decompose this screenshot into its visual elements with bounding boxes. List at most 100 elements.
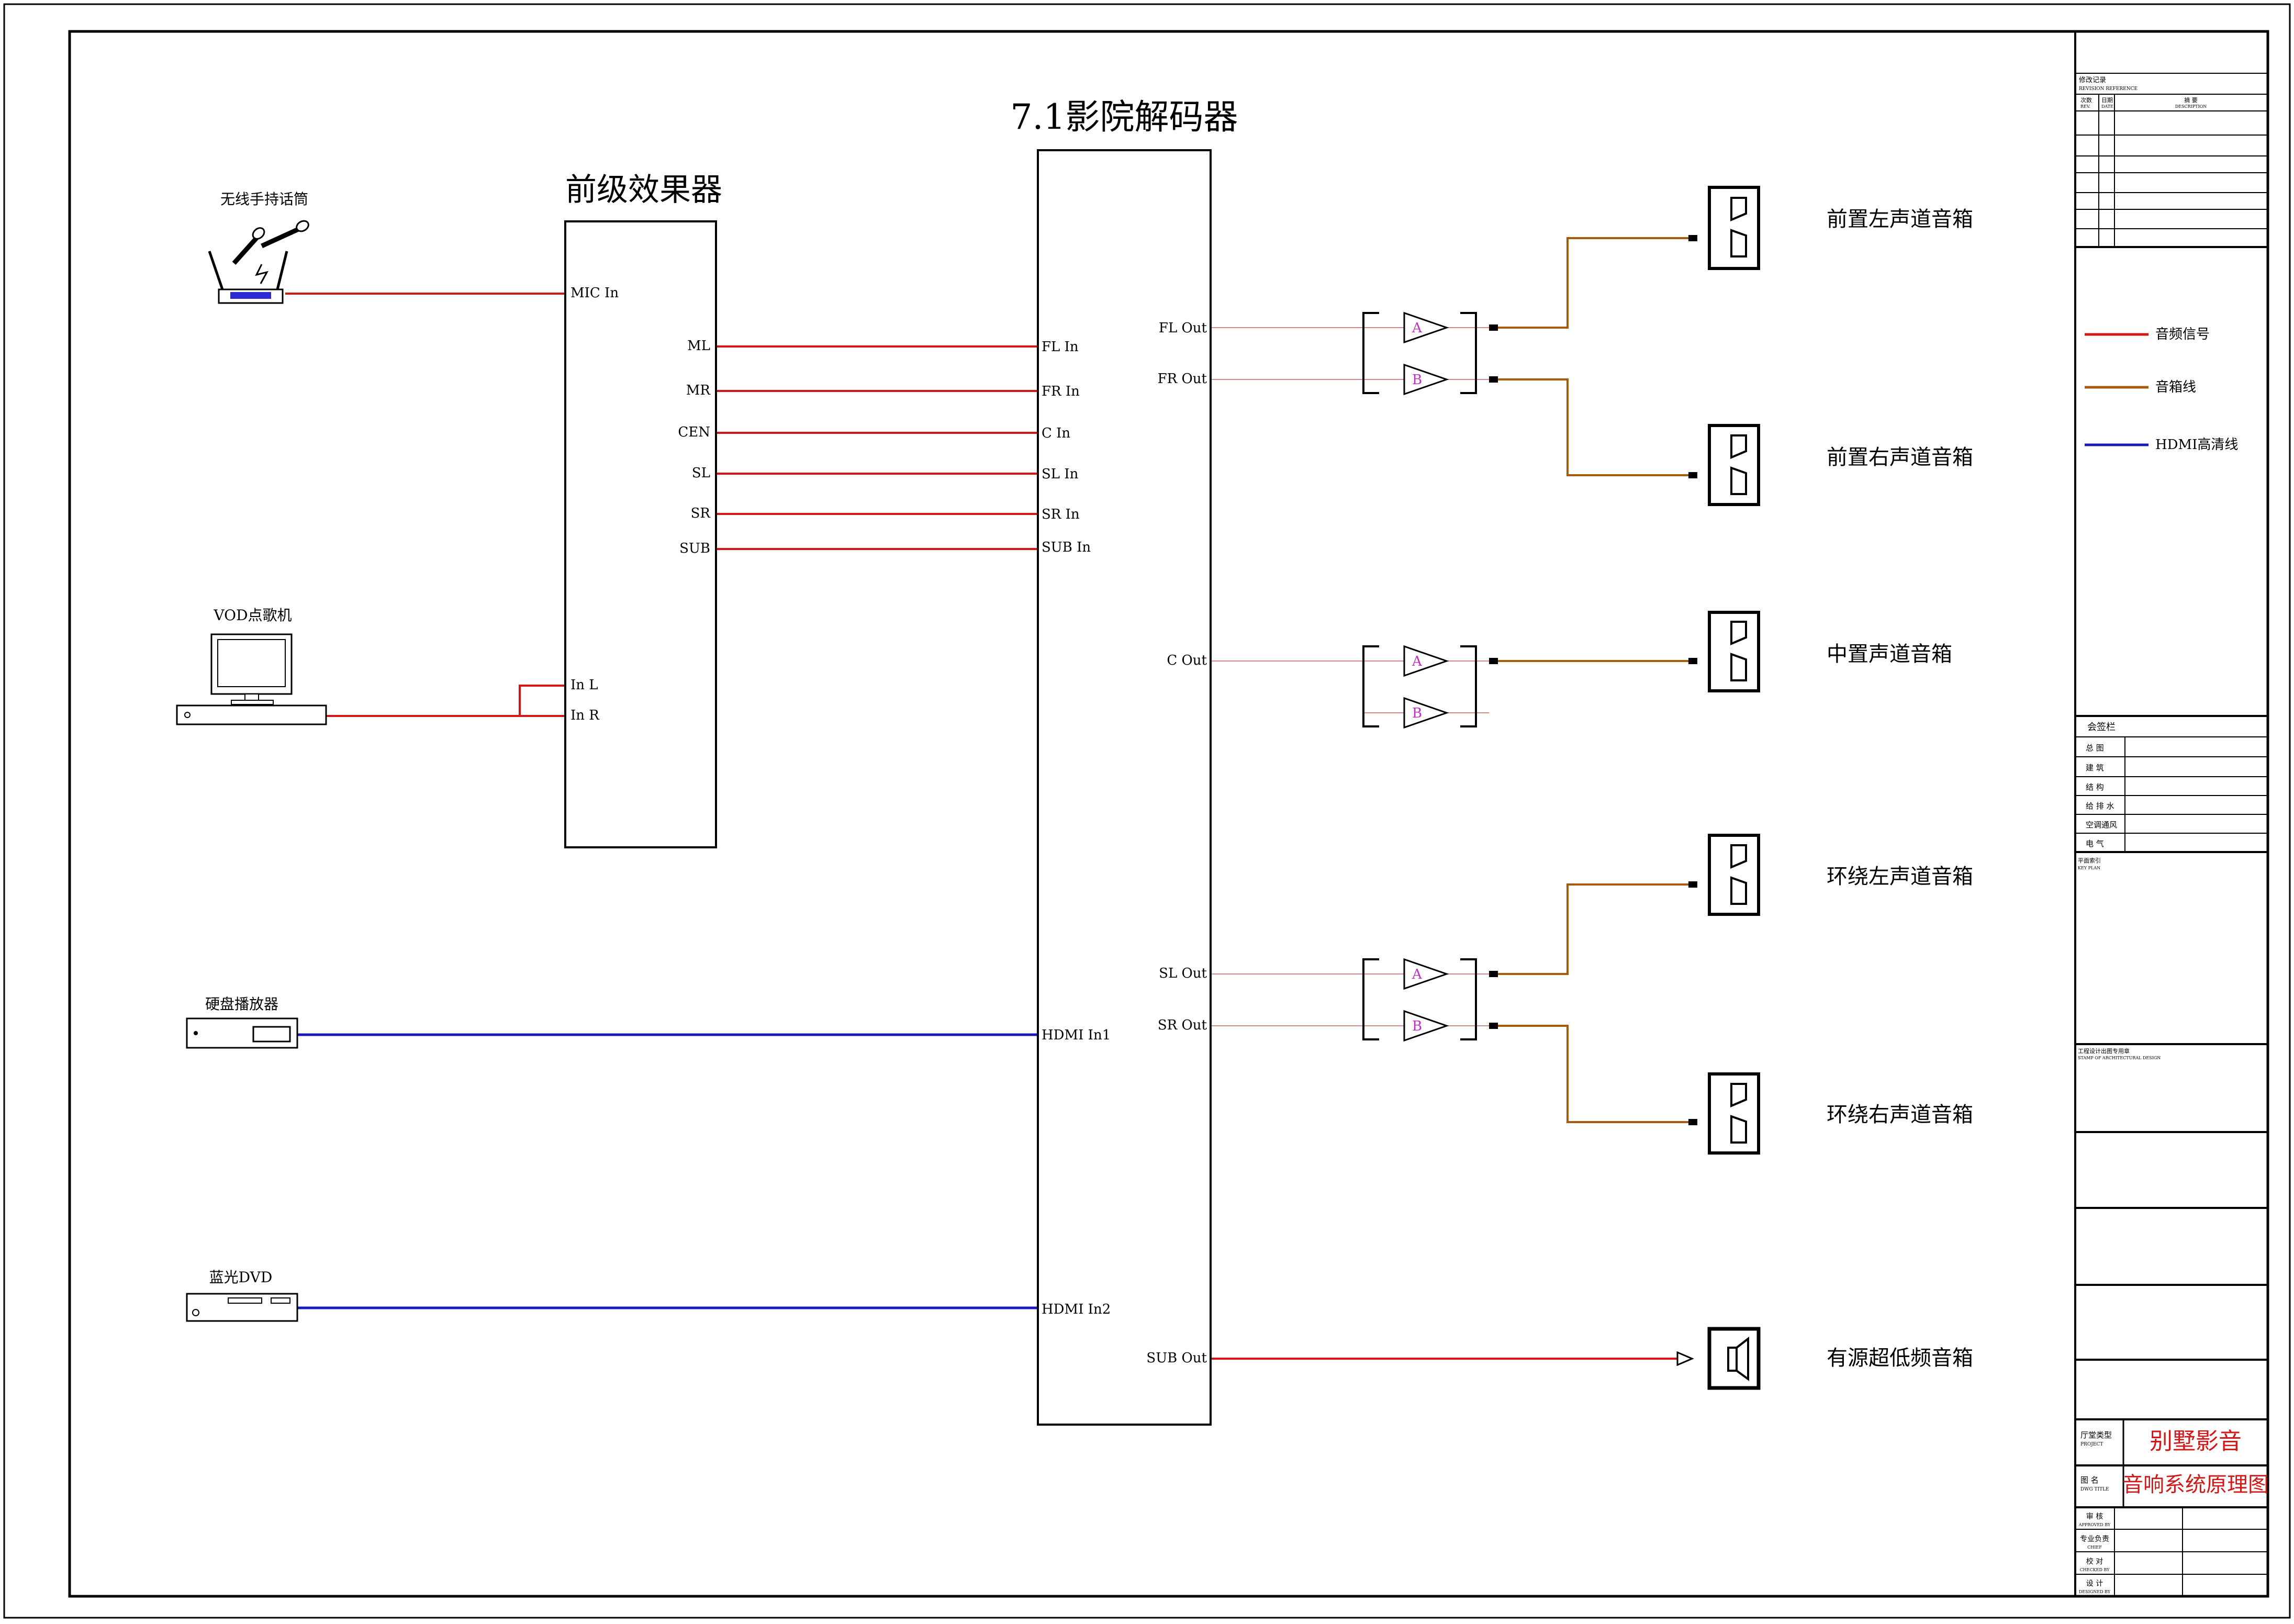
- decoder-out-fr: FR Out: [1158, 371, 1207, 387]
- signoff-row: 总 图: [2086, 743, 2104, 753]
- staff-role-en: CHECKED BY: [2080, 1567, 2110, 1572]
- signoff-row: 建 筑: [2086, 763, 2104, 772]
- amp-output-jack: [1489, 1023, 1498, 1029]
- legend: 音频信号 音箱线 HDMI高清线: [2085, 327, 2238, 453]
- speaker-label: 环绕右声道音箱: [1827, 1103, 1973, 1127]
- speaker-jack: [1688, 658, 1697, 664]
- rev-col-date-en: DATE: [2101, 104, 2113, 109]
- preamp-in-r-label: In R: [570, 708, 600, 723]
- speaker-label: 前置左声道音箱: [1827, 207, 1973, 231]
- speaker-jack: [1688, 881, 1697, 888]
- amp-triangle-a: [1403, 958, 1449, 990]
- preamp-in-l-label: In L: [570, 677, 598, 693]
- decoder-title: 7.1影院解码器: [1011, 97, 1238, 137]
- decoder-box: [1037, 149, 1212, 1426]
- speaker-jack: [1688, 472, 1697, 478]
- stamp-label: 工程设计出图专用章: [2078, 1047, 2130, 1055]
- rev-col-desc-en: DESCRIPTION: [2175, 104, 2207, 109]
- speaker-icon: [1708, 834, 1760, 916]
- speaker-wire-sr: [1498, 1025, 1688, 1123]
- legend-hdmi-label: HDMI高清线: [2155, 437, 2238, 453]
- preamp-out-cen: CEN: [678, 424, 710, 440]
- bluray-device: 蓝光DVD: [186, 1269, 298, 1322]
- wireless-mic-icon: [208, 220, 309, 304]
- title-block: [2074, 31, 2268, 1596]
- amp-bracket-left: [1362, 312, 1379, 394]
- staff-role-en: CHIEF: [2087, 1545, 2102, 1550]
- amp-triangle-b: [1403, 1010, 1449, 1042]
- decoder-hdmi-in1: HDMI In1: [1042, 1027, 1111, 1043]
- speaker-icon: [1708, 424, 1760, 506]
- amp-triangle-b: [1403, 697, 1449, 729]
- staff-role-en: APPROVED BY: [2078, 1522, 2111, 1527]
- project-label-en: PROJECT: [2080, 1442, 2103, 1447]
- preamp-title: 前级效果器: [565, 172, 722, 208]
- speaker-subwoofer: 有源超低频音箱: [1676, 1327, 1973, 1390]
- speaker-label: 环绕左声道音箱: [1827, 865, 1973, 889]
- speaker-surround-right: 环绕右声道音箱: [1688, 1072, 1973, 1155]
- staff-role: 校 对: [2086, 1557, 2103, 1566]
- subwoofer-input-arrow: [1676, 1351, 1694, 1367]
- preamp-unit: 前级效果器 MIC In In L In R ML MR CEN SL SR S…: [564, 172, 722, 848]
- amp-triangle-a: [1403, 311, 1449, 344]
- preamp-out-sub: SUB: [679, 541, 710, 556]
- speaker-label: 前置右声道音箱: [1827, 445, 1973, 469]
- decoder-out-sub: SUB Out: [1146, 1350, 1207, 1366]
- preamp-out-sl: SL: [692, 465, 710, 481]
- decoder-hdmi-in2: HDMI In2: [1042, 1302, 1111, 1317]
- decoder-out-fl: FL Out: [1159, 320, 1207, 336]
- wires: [285, 237, 1688, 1360]
- revision-header-en: REVISION REFERENCE: [2079, 86, 2138, 92]
- hdd-player-icon: [186, 1017, 298, 1049]
- amp-label-a: A: [1412, 967, 1423, 982]
- rev-col-date: 日期: [2101, 97, 2113, 104]
- audio-signal-wires: [285, 293, 1677, 1360]
- speaker-icon: [1708, 1072, 1760, 1155]
- project-title: 别墅影音: [2150, 1428, 2242, 1455]
- amp-output-jack: [1489, 658, 1498, 664]
- speaker-jack: [1688, 235, 1697, 241]
- amp-label-a: A: [1412, 654, 1423, 669]
- speaker-label: 中置声道音箱: [1827, 642, 1952, 666]
- outer-border: [3, 3, 2291, 1619]
- amplifier-surround: A B: [1362, 958, 1498, 1042]
- signoff-row: 电 气: [2086, 839, 2104, 848]
- rev-col-no-en: REV.: [2080, 104, 2090, 109]
- speaker-jack: [1688, 1119, 1697, 1125]
- speaker-center: 中置声道音箱: [1688, 611, 1952, 692]
- drawing-title: 音响系统原理图: [2122, 1473, 2269, 1497]
- amp-bracket-right: [1460, 312, 1477, 394]
- decoder-in-c: C In: [1042, 425, 1070, 441]
- preamp-box: [564, 220, 717, 848]
- wireless-mic-label: 无线手持话筒: [220, 191, 308, 208]
- vod-computer-icon: [176, 633, 327, 725]
- hdd-player-label: 硬盘播放器: [205, 995, 278, 1013]
- amp-output-jack: [1489, 971, 1498, 977]
- amplifier-fl-fr: A B: [1362, 311, 1498, 396]
- speaker-icon: [1708, 186, 1760, 270]
- amp-triangle-b: [1403, 363, 1449, 396]
- amplifier-center: A B: [1362, 645, 1498, 729]
- hdd-player-device: 硬盘播放器: [186, 995, 298, 1049]
- decoder-out-sr: SR Out: [1158, 1017, 1207, 1033]
- staff-role-en: DESIGNED BY: [2079, 1589, 2111, 1594]
- decoder-out-sl: SL Out: [1159, 966, 1207, 981]
- speaker-wire-sl: [1498, 883, 1688, 975]
- amp-output-jack: [1489, 324, 1498, 331]
- amp-label-b: B: [1412, 1018, 1422, 1034]
- amp-label-a: A: [1412, 320, 1423, 336]
- speaker-surround-left: 环绕左声道音箱: [1688, 834, 1973, 916]
- speaker-wire-fr: [1498, 378, 1688, 476]
- project-label: 厅堂类型: [2080, 1430, 2112, 1440]
- staff-role: 设 计: [2086, 1580, 2103, 1588]
- vod-label: VOD点歌机: [213, 607, 292, 624]
- signoff-row: 结 构: [2086, 782, 2104, 792]
- speaker-front-left: 前置左声道音箱: [1688, 186, 1973, 270]
- decoder-out-c: C Out: [1167, 653, 1207, 668]
- preamp-mic-in-label: MIC In: [570, 285, 619, 301]
- staff-role: 审 核: [2086, 1513, 2103, 1521]
- bluray-label: 蓝光DVD: [209, 1269, 273, 1286]
- drawing-title-label-en: DWG TITLE: [2080, 1487, 2109, 1492]
- speaker-wires: [1498, 237, 1688, 1123]
